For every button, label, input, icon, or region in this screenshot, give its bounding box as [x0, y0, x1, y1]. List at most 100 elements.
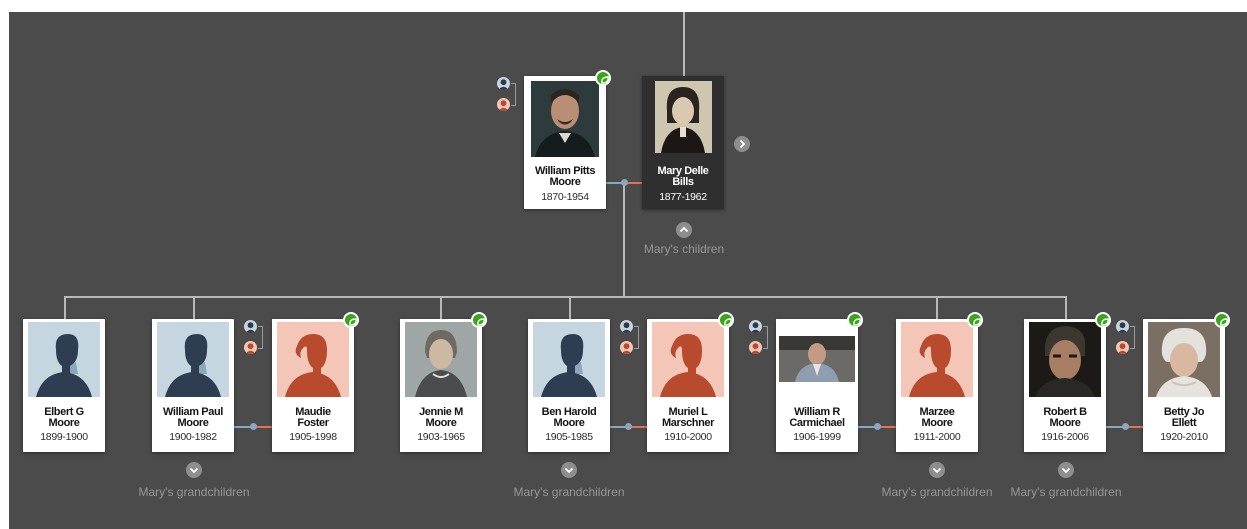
male-silhouette-icon — [533, 322, 605, 397]
person-name: Marzee Moore — [919, 406, 955, 429]
couple-dot — [625, 423, 632, 430]
pair-bracket — [634, 326, 639, 349]
hint-leaf-icon[interactable] — [1214, 312, 1230, 328]
drop-line — [440, 296, 442, 319]
pair-bracket — [258, 326, 263, 349]
female-silhouette-icon — [652, 322, 724, 397]
person-card[interactable]: Robert B Moore 1916-2006 — [1024, 319, 1106, 452]
marys-children-link[interactable]: Mary's children — [643, 242, 725, 256]
person-name: Maudie Foster — [295, 406, 331, 429]
male-avatar-icon — [749, 320, 762, 333]
person-card-mary-delle-bills[interactable]: Mary Delle Bills 1877-1962 — [642, 76, 724, 209]
person-dates: 1900-1982 — [169, 431, 217, 443]
drop-line — [569, 296, 571, 319]
person-dates: 1903-1965 — [417, 431, 465, 443]
person-card[interactable]: Ben Harold Moore 1905-1985 — [528, 319, 610, 452]
person-name: Muriel L Marschner — [661, 406, 715, 429]
couple-dot — [250, 423, 257, 430]
male-avatar-icon — [620, 320, 633, 333]
person-name: William R Carmichael — [789, 406, 845, 429]
person-name: Ben Harold Moore — [541, 406, 597, 429]
couple-dot — [1122, 423, 1129, 430]
person-card[interactable]: Elbert G Moore 1899-1900 — [23, 319, 105, 452]
person-name: Jennie M Moore — [419, 406, 463, 429]
drop-line — [1065, 296, 1067, 319]
female-avatar-icon — [1116, 341, 1129, 354]
grandchildren-link[interactable]: Mary's grandchildren — [881, 485, 993, 499]
pair-bracket — [511, 83, 516, 106]
male-silhouette-icon — [28, 322, 100, 397]
person-name: William Paul Moore — [163, 406, 223, 429]
hint-leaf-icon[interactable] — [471, 312, 487, 328]
portrait-photo — [405, 322, 477, 397]
portrait-photo — [655, 81, 712, 153]
couple-connector — [609, 426, 628, 428]
person-card[interactable]: Marzee Moore 1911-2000 — [896, 319, 978, 452]
person-card[interactable]: William R Carmichael 1906-1999 — [776, 319, 858, 452]
expand-grandchildren-button[interactable] — [561, 462, 577, 478]
person-name: Betty Jo Ellett — [1163, 406, 1205, 429]
couple-connector — [628, 426, 647, 428]
couple-connector — [877, 426, 896, 428]
portrait-photo — [1148, 322, 1220, 397]
couple-connector — [234, 426, 253, 428]
expand-grandchildren-button[interactable] — [1058, 462, 1074, 478]
expand-grandchildren-button[interactable] — [929, 462, 945, 478]
person-dates: 1905-1985 — [545, 431, 593, 443]
pair-icons[interactable] — [1116, 320, 1136, 356]
hint-leaf-icon[interactable] — [343, 312, 359, 328]
portrait-photo — [531, 81, 599, 157]
female-silhouette-icon — [901, 322, 973, 397]
couple-dot — [874, 423, 881, 430]
person-dates: 1916-2006 — [1041, 431, 1089, 443]
hint-leaf-icon[interactable] — [1095, 312, 1111, 328]
family-tree-canvas[interactable]: William Pitts Moore 1870-1954 Mary Delle… — [9, 12, 1247, 529]
person-card[interactable]: Maudie Foster 1905-1998 — [272, 319, 354, 452]
person-dates: 1877-1962 — [659, 191, 707, 203]
female-avatar-icon — [749, 341, 762, 354]
female-silhouette-icon — [277, 322, 349, 397]
male-avatar-icon — [1116, 320, 1129, 333]
person-dates: 1899-1900 — [40, 431, 88, 443]
grandchildren-link[interactable]: Mary's grandchildren — [1010, 485, 1122, 499]
grandchildren-link[interactable]: Mary's grandchildren — [138, 485, 250, 499]
female-avatar-icon — [497, 98, 510, 111]
drop-line — [193, 296, 195, 319]
drop-line — [936, 296, 938, 319]
parents-pair-icons[interactable] — [497, 77, 517, 113]
portrait-photo — [779, 336, 855, 382]
person-dates: 1905-1998 — [289, 431, 337, 443]
line-to-grandparents — [683, 12, 685, 77]
collapse-children-button[interactable] — [676, 222, 692, 238]
person-dates: 1906-1999 — [793, 431, 841, 443]
person-card[interactable]: Muriel L Marschner 1910-2000 — [647, 319, 729, 452]
female-avatar-icon — [620, 341, 633, 354]
person-card-william-pitts-moore[interactable]: William Pitts Moore 1870-1954 — [524, 76, 606, 209]
couple-dot — [621, 179, 628, 186]
portrait-photo — [1029, 322, 1101, 397]
hint-leaf-icon[interactable] — [967, 312, 983, 328]
male-avatar-icon — [497, 77, 510, 90]
hint-leaf-icon[interactable] — [595, 70, 611, 86]
couple-connector — [253, 426, 272, 428]
pair-bracket — [1130, 326, 1135, 349]
person-card[interactable]: Jennie M Moore 1903-1965 — [400, 319, 482, 452]
pair-icons[interactable] — [620, 320, 640, 356]
expand-right-button[interactable] — [734, 136, 750, 152]
grandchildren-link[interactable]: Mary's grandchildren — [513, 485, 625, 499]
drop-line — [64, 296, 66, 319]
couple-connector-parents — [606, 182, 624, 184]
hint-leaf-icon[interactable] — [718, 312, 734, 328]
pair-icons[interactable] — [749, 320, 769, 356]
expand-grandchildren-button[interactable] — [186, 462, 202, 478]
hint-leaf-icon[interactable] — [847, 312, 863, 328]
person-dates: 1910-2000 — [664, 431, 712, 443]
couple-connector — [1125, 426, 1144, 428]
person-name: William Pitts Moore — [534, 165, 596, 188]
person-name: Mary Delle Bills — [657, 165, 709, 188]
person-dates: 1911-2000 — [913, 431, 961, 443]
person-dates: 1920-2010 — [1160, 431, 1208, 443]
person-card[interactable]: William Paul Moore 1900-1982 — [152, 319, 234, 452]
pair-icons[interactable] — [244, 320, 264, 356]
person-card[interactable]: Betty Jo Ellett 1920-2010 — [1143, 319, 1225, 452]
